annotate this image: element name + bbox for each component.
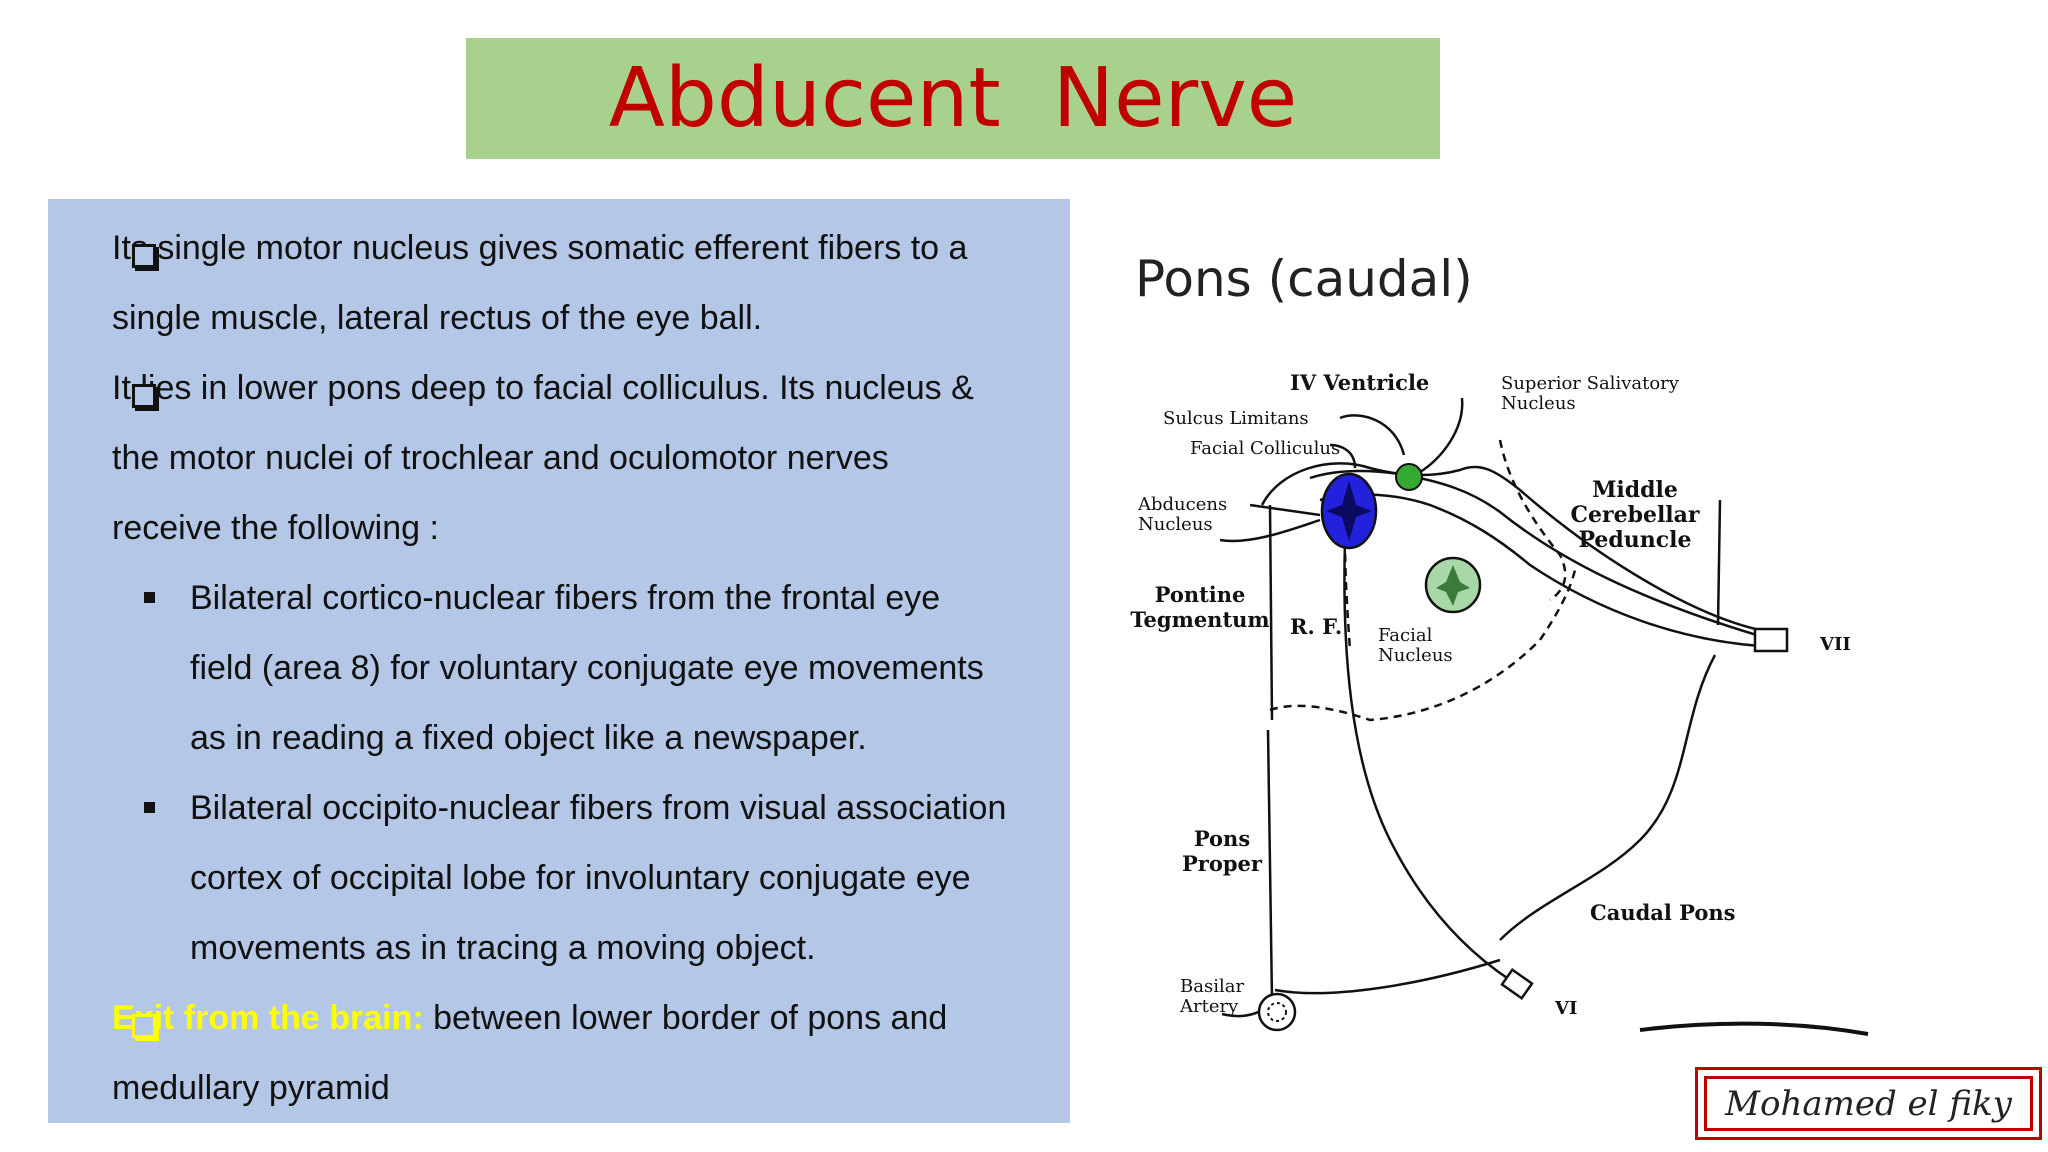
colliculus-arrow [1329, 443, 1357, 469]
tegmentum-boundary-dashed [1269, 569, 1577, 722]
rf-boundary-line [1343, 539, 1511, 982]
sub-bullet-line: movements as in tracing a moving object. [190, 913, 816, 983]
label-superior-salivatory: Superior Salivatory [1501, 373, 1680, 394]
checkbox-bullet-icon [132, 1014, 156, 1038]
pons-outline-line [1268, 504, 1274, 721]
text-panel: Its single motor nucleus gives somatic e… [48, 199, 1070, 1123]
checkbox-bullet-icon [132, 384, 156, 408]
signature-text: Mohamed el fiky [1704, 1076, 2033, 1131]
bullet-line: Exit from the brain: between lower borde… [112, 983, 947, 1053]
signature-box: Mohamed el fiky [1695, 1067, 2042, 1140]
bullet-text: the motor nuclei of trochlear and oculom… [112, 439, 889, 477]
bullet-text: single muscle, lateral rectus of the eye… [112, 299, 763, 337]
rf-boundary-dashed [1343, 539, 1352, 651]
abducens-fiber-line [1219, 518, 1321, 543]
bullet-line: Its single motor nucleus gives somatic e… [112, 213, 967, 283]
bullet-line: It lies in lower pons deep to facial col… [112, 353, 974, 423]
peduncle-boundary-line [1716, 499, 1722, 626]
pons-outline-line [1274, 958, 1501, 995]
bullet-text: Its single motor nucleus gives somatic e… [112, 229, 968, 267]
label-basilar: Basilar [1180, 976, 1244, 997]
label-pons: Pons [1194, 826, 1250, 851]
slide-title: Abducent Nerve [608, 50, 1298, 146]
sub-bullet-text: Bilateral cortico-nuclear fibers from th… [190, 579, 941, 617]
label-superior-salivatory-nucleus: Nucleus [1501, 393, 1576, 414]
label-caudal-pons: Caudal Pons [1590, 900, 1736, 925]
sub-bullet-line: field (area 8) for voluntary conjugate e… [190, 633, 984, 703]
square-bullet-icon [144, 592, 155, 603]
pons-outline-line [1266, 729, 1274, 1001]
bullet-text: medullary pyramid [112, 1069, 390, 1107]
abducens-fiber-line [1249, 503, 1321, 517]
bullet-line: medullary pyramid [112, 1053, 390, 1123]
bullet-line: single muscle, lateral rectus of the eye… [112, 283, 762, 353]
sub-bullet-text: Bilateral occipito-nuclear fibers from v… [190, 789, 1007, 827]
pons-outline-line [1639, 1021, 1869, 1036]
label-abducens-nucleus: Nucleus [1138, 514, 1213, 535]
label-cerebellar: Cerebellar [1570, 502, 1699, 528]
facial-neuron-icon [1436, 565, 1470, 606]
label-vi: VI [1554, 998, 1577, 1019]
sub-bullet-line: as in reading a fixed object like a news… [190, 703, 867, 773]
facial-tract-line [1319, 493, 1761, 648]
label-peduncle: Peduncle [1578, 527, 1691, 553]
label-abducens: Abducens [1137, 494, 1227, 515]
basilar-artery-lumen [1267, 1002, 1287, 1022]
bullet-text: between lower border of pons and [423, 999, 948, 1037]
label-pontine: Pontine [1155, 582, 1246, 607]
salivatory-arrow [1419, 397, 1464, 474]
label-artery: Artery [1179, 996, 1239, 1017]
label-vii: VII [1819, 634, 1851, 655]
label-facial: Facial [1378, 625, 1433, 646]
label-facial-colliculus: Facial Colliculus [1190, 438, 1340, 459]
sub-bullet-line: cortex of occipital lobe for involuntary… [190, 843, 971, 913]
pons-outline-line [1499, 654, 1717, 941]
ventricle-floor-line [1260, 462, 1771, 634]
label-proper: Proper [1182, 851, 1263, 876]
vii-root-marker [1753, 627, 1789, 653]
bullet-line: the motor nuclei of trochlear and oculom… [112, 423, 889, 493]
bullet-line: receive the following : [112, 493, 439, 563]
label-rf: R. F. [1290, 614, 1342, 639]
label-iv-ventricle: IV Ventricle [1290, 370, 1429, 395]
label-sulcus-limitans: Sulcus Limitans [1163, 408, 1309, 429]
salivatory-nucleus-shape [1395, 463, 1423, 491]
label-tegmentum: Tegmentum [1130, 607, 1269, 632]
colliculus-arrow [1339, 414, 1406, 456]
sub-bullet-line: Bilateral occipito-nuclear fibers from v… [144, 773, 1007, 843]
bullet-text: receive the following : [112, 509, 439, 547]
vi-root-marker [1500, 968, 1534, 1000]
slide-title-banner: Abducent Nerve [466, 38, 1440, 159]
sub-bullet-text: field (area 8) for voluntary conjugate e… [190, 649, 984, 687]
sub-bullet-text: movements as in tracing a moving object. [190, 929, 816, 967]
bullet-text: It lies in lower pons deep to facial col… [112, 369, 974, 407]
label-middle: Middle [1592, 477, 1678, 503]
abducens-neuron-icon [1326, 481, 1372, 541]
exit-highlight-text: Exit from the brain: [112, 999, 424, 1037]
sub-bullet-text: as in reading a fixed object like a news… [190, 719, 867, 757]
checkbox-bullet-icon [132, 244, 156, 268]
figure-title: Pons (caudal) [1135, 250, 1473, 308]
label-facial-nucleus: Nucleus [1378, 645, 1453, 666]
facial-tract-line [1309, 469, 1761, 638]
square-bullet-icon [144, 802, 155, 813]
sub-bullet-text: cortex of occipital lobe for involuntary… [190, 859, 971, 897]
sub-bullet-line: Bilateral cortico-nuclear fibers from th… [144, 563, 941, 633]
basilar-artery-shape [1257, 992, 1297, 1032]
